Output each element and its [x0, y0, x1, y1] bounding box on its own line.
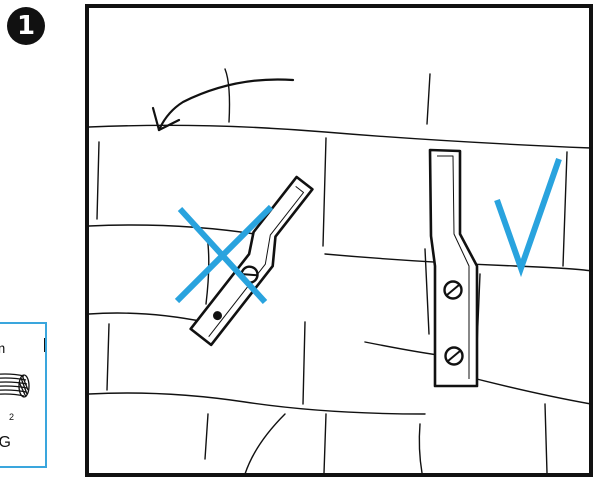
wall-bracket-illustration	[85, 4, 593, 477]
side-card-top-text: mm	[0, 340, 5, 356]
step-number: 1	[16, 11, 36, 41]
illustration-panel	[85, 4, 593, 477]
tilted-bracket-body	[189, 175, 314, 347]
side-card-mid-text: 2	[9, 412, 15, 422]
vertical-bracket	[428, 148, 479, 388]
panel-frame	[85, 4, 593, 477]
curved-arrow-icon	[151, 78, 295, 132]
side-card-separator	[44, 338, 45, 352]
cable-icon	[0, 373, 30, 398]
tilted-bracket-hole	[212, 311, 222, 321]
check-mark-icon	[494, 158, 562, 278]
side-card-bottom-text: /G	[0, 434, 11, 451]
x-mark-icon	[174, 204, 274, 305]
side-card-partial: mm 2 /G	[0, 322, 47, 468]
step-number-badge: 1	[7, 7, 45, 45]
vertical-bracket-body	[428, 148, 479, 388]
